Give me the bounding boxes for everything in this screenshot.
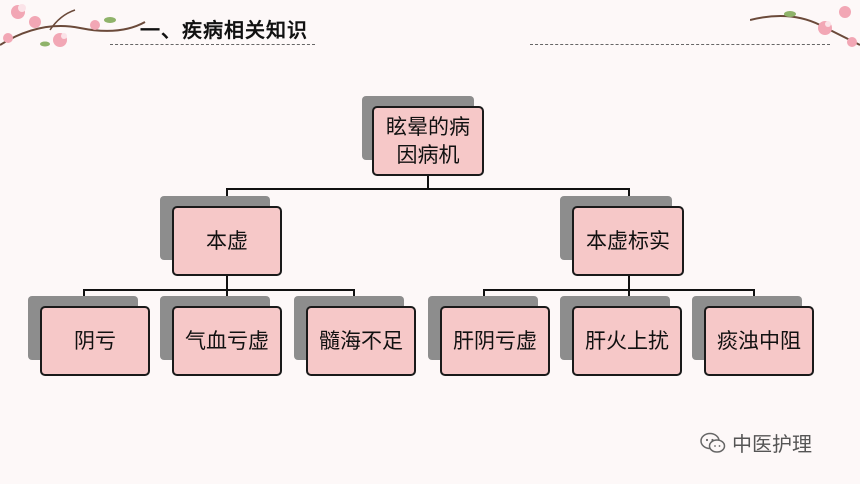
connector — [427, 176, 429, 190]
root-node: 眩晕的病 因病机 — [372, 106, 484, 176]
leaf-node: 气血亏虚 — [172, 306, 282, 376]
connector — [483, 289, 755, 291]
branch-node-benxu-biaoshi: 本虚标实 — [572, 206, 684, 276]
wechat-icon — [700, 432, 726, 453]
leaf-node: 阴亏 — [40, 306, 150, 376]
watermark: 中医护理 — [700, 428, 812, 457]
connector — [83, 289, 355, 291]
connector — [226, 276, 228, 290]
title-divider-right — [530, 44, 830, 45]
branch-node-benxu: 本虚 — [172, 206, 282, 276]
title-divider-left — [110, 44, 315, 45]
connector — [628, 276, 630, 290]
blossom-decoration-left — [0, 4, 146, 47]
blossom-decoration-right — [750, 6, 860, 47]
watermark-text: 中医护理 — [732, 432, 812, 456]
page-title: 一、疾病相关知识 — [140, 18, 308, 42]
leaf-node: 肝阴亏虚 — [440, 306, 550, 376]
leaf-node: 肝火上扰 — [572, 306, 682, 376]
leaf-node: 髓海不足 — [306, 306, 416, 376]
connector — [226, 188, 630, 190]
leaf-node: 痰浊中阻 — [704, 306, 814, 376]
